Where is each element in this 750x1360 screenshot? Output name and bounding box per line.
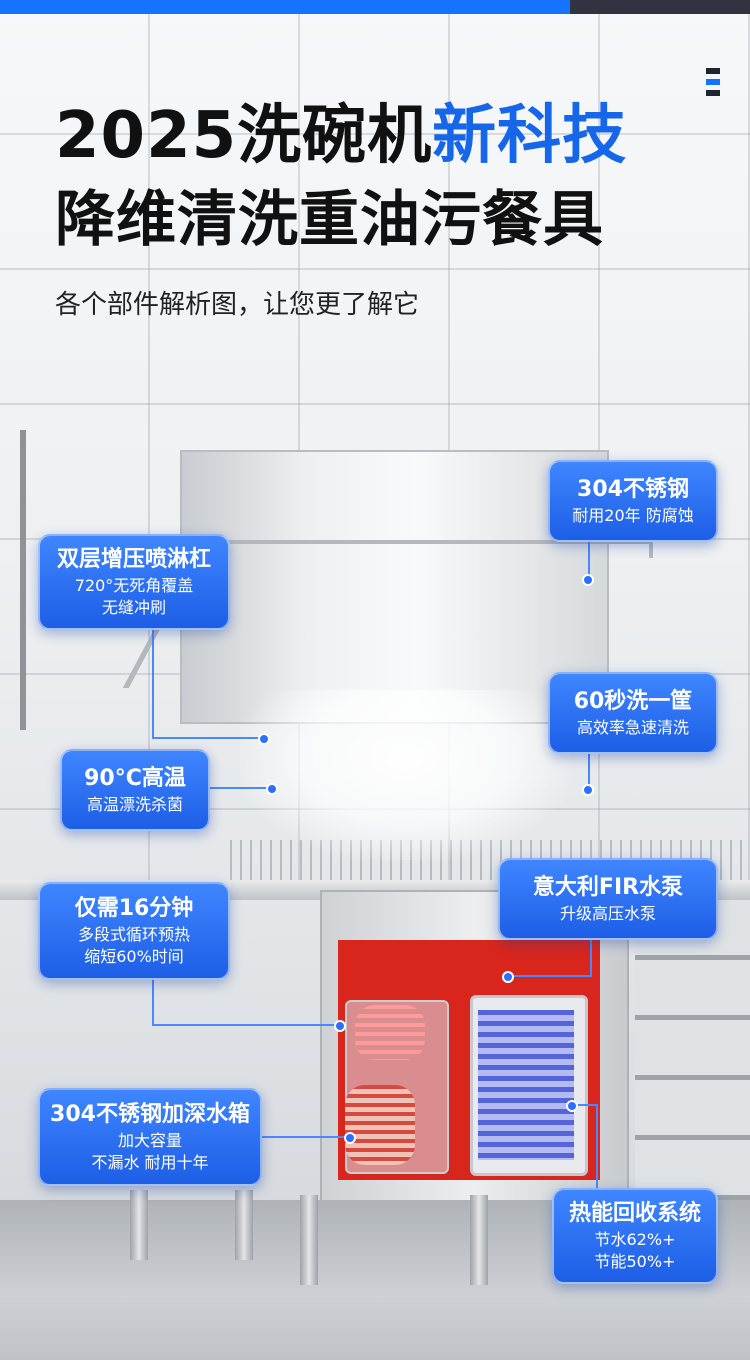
callout-line: 耐用20年 防腐蚀: [572, 506, 694, 525]
callout-title: 60秒洗一筐: [573, 689, 693, 714]
pointer-dot: [502, 971, 514, 983]
table-leg: [235, 1190, 253, 1260]
callout-line: 720°无死角覆盖: [74, 576, 194, 595]
faucet-illustration: [0, 430, 26, 730]
pointer-dot: [582, 784, 594, 796]
callout-water-pump: 意大利FIR水泵 升级高压水泵: [498, 858, 718, 940]
callout-line: 节水62%+: [594, 1230, 676, 1249]
top-accent-bar: [0, 0, 570, 14]
callout-line: 升级高压水泵: [559, 904, 656, 923]
pointer-dot: [344, 1132, 356, 1144]
dishwasher-hood: [180, 450, 609, 724]
pointer-dot: [266, 783, 278, 795]
callout-60-seconds: 60秒洗一筐 高效率急速清洗: [548, 672, 718, 754]
leader-line: [590, 935, 592, 977]
pointer-dot: [258, 733, 270, 745]
leader-line: [206, 787, 272, 789]
leader-line: [152, 975, 154, 1025]
leader-line: [258, 1136, 348, 1138]
callout-water-tank: 304不锈钢加深水箱 加大容量 不漏水 耐用十年: [38, 1088, 262, 1186]
callout-title: 仅需16分钟: [74, 896, 194, 921]
water-spray-mist: [240, 690, 570, 860]
pointer-dot: [334, 1020, 346, 1032]
title-main: 2025洗碗机: [55, 99, 433, 173]
menu-icon[interactable]: [706, 68, 720, 100]
leader-line: [596, 1104, 598, 1190]
callout-stainless-steel: 304不锈钢 耐用20年 防腐蚀: [548, 460, 718, 542]
callout-title: 意大利FIR水泵: [532, 875, 684, 900]
callout-title: 90°C高温: [84, 766, 186, 791]
page-title: 2025洗碗机新科技: [55, 96, 627, 176]
callout-line: 加大容量: [117, 1131, 182, 1150]
title-accent: 新科技: [432, 99, 628, 173]
heat-exchanger: [478, 1010, 574, 1160]
leader-line: [152, 627, 154, 737]
callout-title: 304不锈钢: [577, 477, 689, 502]
callout-title: 热能回收系统: [568, 1201, 701, 1226]
leader-line: [588, 750, 590, 790]
side-shelf: [635, 900, 750, 1200]
heating-coil: [355, 1005, 425, 1060]
callout-line: 高效率急速清洗: [576, 718, 689, 737]
callout-spray-bar: 双层增压喷淋杠 720°无死角覆盖 无缝冲刷: [38, 534, 230, 630]
cabinet-leg: [300, 1195, 318, 1285]
page-subtitle: 降维清洗重油污餐具: [55, 185, 604, 255]
callout-line: 缩短60%时间: [84, 947, 184, 966]
table-leg: [130, 1190, 148, 1260]
page-description: 各个部件解析图，让您更了解它: [55, 290, 420, 320]
callout-line: 多段式循环预热: [77, 925, 190, 944]
callout-line: 节能50%+: [594, 1252, 676, 1271]
leader-line: [588, 540, 590, 580]
cabinet-leg: [470, 1195, 488, 1285]
callout-heat-recovery: 热能回收系统 节水62%+ 节能50%+: [552, 1188, 718, 1284]
leader-line: [574, 1104, 596, 1106]
leader-line: [510, 975, 592, 977]
callout-line: 高温漂洗杀菌: [86, 795, 183, 814]
top-dark-bar: [570, 0, 750, 14]
callout-16-minutes: 仅需16分钟 多段式循环预热 缩短60%时间: [38, 882, 230, 980]
heating-coil-lower: [345, 1085, 415, 1165]
pointer-dot: [566, 1100, 578, 1112]
callout-high-temp: 90°C高温 高温漂洗杀菌: [60, 749, 210, 831]
callout-title: 304不锈钢加深水箱: [50, 1102, 250, 1127]
pointer-dot: [582, 574, 594, 586]
leader-line: [152, 1024, 338, 1026]
callout-line: 无缝冲刷: [101, 598, 166, 617]
callout-line: 不漏水 耐用十年: [91, 1153, 209, 1172]
callout-title: 双层增压喷淋杠: [56, 547, 211, 572]
leader-line: [152, 737, 262, 739]
